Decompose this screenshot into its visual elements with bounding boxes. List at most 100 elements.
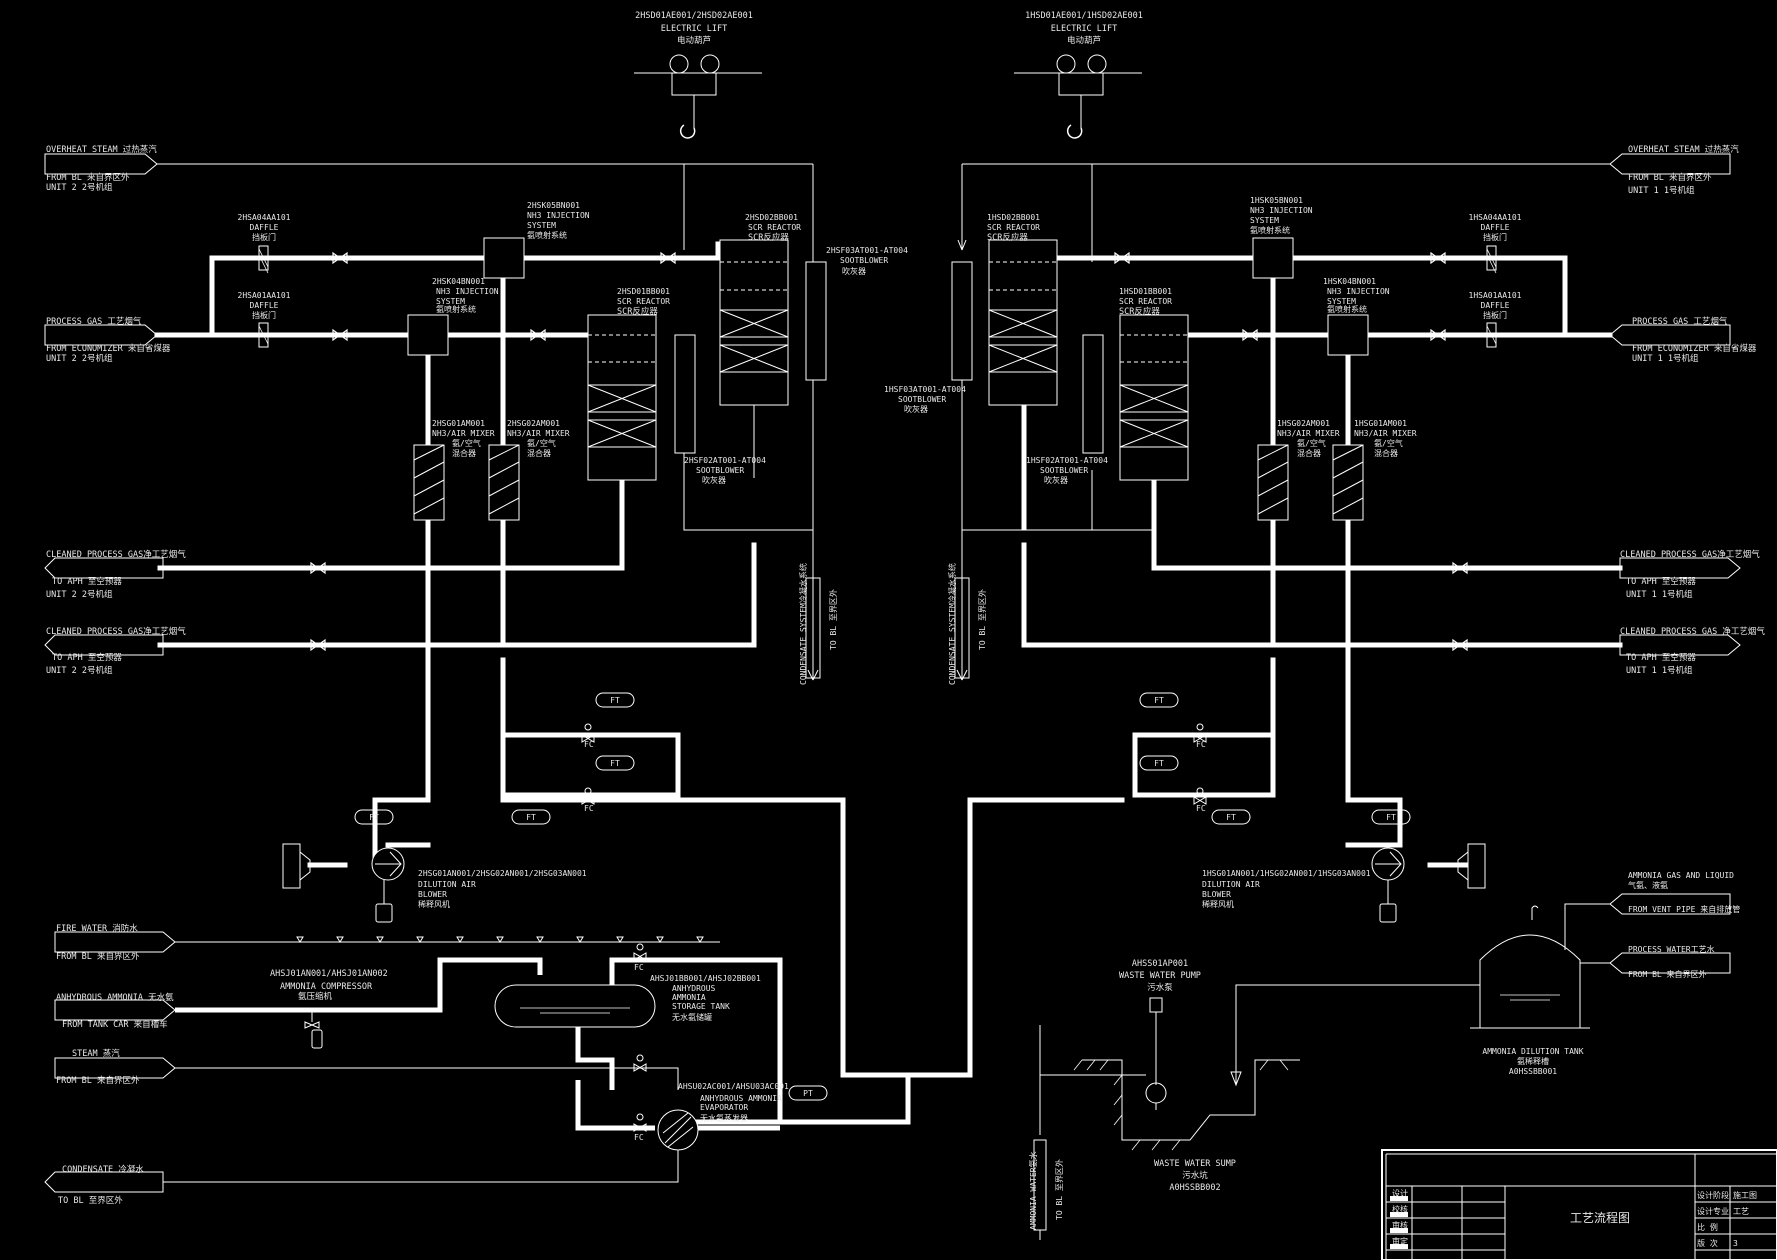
svg-text:FC: FC	[634, 963, 644, 972]
svg-text:2HSF03AT001-AT004: 2HSF03AT001-AT004	[826, 246, 908, 255]
flow-transmitter-left-2: FT	[595, 755, 635, 771]
svg-text:SOOTBLOWER: SOOTBLOWER	[1040, 466, 1088, 475]
svg-text:TO BL 至界区外: TO BL 至界区外	[1054, 1159, 1064, 1220]
svg-text:FROM ECONOMIZER 来自省煤器: FROM ECONOMIZER 来自省煤器	[1632, 343, 1757, 354]
svg-text:1HSF02AT001-AT004: 1HSF02AT001-AT004	[1026, 456, 1108, 465]
scr-reactor-right-1: 1HSD01BB001 SCR REACTOR SCR反应器	[1119, 287, 1189, 481]
svg-text:SCR反应器: SCR反应器	[1119, 306, 1160, 317]
svg-text:DAFFLE: DAFFLE	[250, 301, 279, 310]
svg-text:2HSK04BN001: 2HSK04BN001	[432, 277, 485, 286]
svg-text:OVERHEAT STEAM 过热蒸汽: OVERHEAT STEAM 过热蒸汽	[46, 144, 157, 155]
svg-text:AMMONIA GAS AND LIQUID: AMMONIA GAS AND LIQUID	[1628, 871, 1734, 880]
svg-text:2HSK05BN001: 2HSK05BN001	[527, 201, 580, 210]
svg-text:1HSD02BB001: 1HSD02BB001	[987, 213, 1040, 222]
svg-text:WASTE WATER SUMP: WASTE WATER SUMP	[1154, 1159, 1236, 1169]
nh3-air-mixer-left-1: 2HSG01AM001 NH3/AIR MIXER 氨/空气 混合器	[413, 419, 495, 521]
svg-text:无水氨蒸发器: 无水氨蒸发器	[700, 1113, 748, 1123]
svg-text:NH3 INJECTION: NH3 INJECTION	[1250, 206, 1313, 215]
svg-text:1HSK04BN001: 1HSK04BN001	[1323, 277, 1376, 286]
svg-text:SCR反应器: SCR反应器	[617, 306, 658, 317]
svg-text:比 例: 比 例	[1697, 1222, 1718, 1232]
gas-liquid-inlet: AMMONIA GAS AND LIQUID 气氨、液氨 FROM VENT P…	[1609, 871, 1740, 915]
svg-text:STEAM 蒸汽: STEAM 蒸汽	[72, 1048, 120, 1059]
svg-text:DAFFLE: DAFFLE	[1481, 223, 1510, 232]
fire-water-inlet: FIRE WATER 消防水 FROM BL 来自界区外	[54, 923, 176, 962]
svg-text:PROCESS GAS 工艺烟气: PROCESS GAS 工艺烟气	[1632, 316, 1728, 327]
svg-text:3: 3	[1733, 1239, 1738, 1248]
svg-text:版 次: 版 次	[1697, 1238, 1718, 1248]
svg-text:TO BL 至界区外: TO BL 至界区外	[58, 1195, 123, 1206]
control-valve-right-1: FC	[1193, 723, 1207, 749]
drawing-title: 工艺流程图	[1570, 1210, 1630, 1225]
svg-text:TO BL 至界区外: TO BL 至界区外	[977, 589, 987, 650]
ammonia-evaporator: AHSU02AC001/AHSU03AC001 ANHYDROUS AMMONI…	[657, 1082, 789, 1151]
svg-text:ANHYDROUS AMMONIA 无水氨: ANHYDROUS AMMONIA 无水氨	[56, 992, 174, 1003]
steam-inlet: STEAM 蒸汽 FROM BL 来自界区外	[54, 1048, 176, 1086]
flow-transmitter-left-4: FT	[511, 809, 551, 825]
svg-text:FC: FC	[584, 740, 594, 749]
overheat-steam-inlet-left: OVERHEAT STEAM 过热蒸汽 FROM BL 来自界区外 UNIT 2…	[44, 144, 158, 193]
svg-text:CLEANED PROCESS GAS净工艺烟气: CLEANED PROCESS GAS净工艺烟气	[1620, 549, 1760, 560]
svg-text:氨喷射系统: 氨喷射系统	[527, 230, 567, 240]
svg-text:2HSG01AN001/2HSG02AN001/2HSG03: 2HSG01AN001/2HSG02AN001/2HSG03AN001	[418, 869, 587, 878]
svg-text:SYSTEM: SYSTEM	[436, 297, 465, 306]
svg-text:电动葫芦: 电动葫芦	[1067, 35, 1101, 46]
svg-text:FT: FT	[1226, 813, 1236, 822]
nh3-injection-left-upper: 2HSK05BN001 NH3 INJECTION SYSTEM 氨喷射系统	[483, 201, 590, 279]
svg-text:UNIT 2 2号机组: UNIT 2 2号机组	[46, 589, 113, 600]
control-valve-left-1: FC	[581, 723, 595, 749]
svg-text:FROM BL 来自界区外: FROM BL 来自界区外	[56, 951, 140, 962]
electric-lift-right: 1HSD01AE001/1HSD02AE001 ELECTRIC LIFT 电动…	[1014, 11, 1143, 139]
svg-text:吹灰器: 吹灰器	[1044, 475, 1068, 485]
sootblower-right-3: 1HSF03AT001-AT004 SOOTBLOWER 吹灰器	[884, 261, 973, 414]
anhydrous-ammonia-inlet: ANHYDROUS AMMONIA 无水氨 FROM TANK CAR 来自槽车	[54, 992, 176, 1030]
svg-text:AMMONIA WATER氨水: AMMONIA WATER氨水	[1028, 1151, 1038, 1230]
svg-text:TO APH 至空预器: TO APH 至空预器	[52, 576, 122, 587]
electric-lift-left: 2HSD01AE001/2HSD02AE001 ELECTRIC LIFT 电动…	[634, 11, 762, 139]
svg-text:FT: FT	[1386, 813, 1396, 822]
waste-water-sump: WASTE WATER SUMP 污水坑 A0HSSBB002	[1073, 1059, 1300, 1193]
svg-text:A0HSSBB002: A0HSSBB002	[1169, 1183, 1220, 1193]
svg-text:2HSA04AA101: 2HSA04AA101	[238, 213, 291, 222]
title-block: 设计 校核 审核 审定 工艺流程图 设计阶段 施工图 设计专业 工艺 比 例 版…	[1381, 1149, 1777, 1260]
svg-text:氨喷射系统: 氨喷射系统	[436, 304, 476, 314]
svg-text:NH3 INJECTION: NH3 INJECTION	[527, 211, 590, 220]
nh3-injection-right-upper: 1HSK05BN001 NH3 INJECTION SYSTEM 氨喷射系统	[1250, 196, 1313, 279]
nh3-injection-left-lower: 2HSK04BN001 NH3 INJECTION SYSTEM 氨喷射系统	[407, 277, 499, 356]
svg-text:1HSG01AM001: 1HSG01AM001	[1354, 419, 1407, 428]
svg-text:UNIT 1 1号机组: UNIT 1 1号机组	[1626, 665, 1693, 676]
svg-text:设计阶段: 设计阶段	[1697, 1190, 1729, 1200]
svg-text:氨稀释槽: 氨稀释槽	[1517, 1056, 1549, 1066]
svg-text:AHSS01AP001: AHSS01AP001	[1132, 959, 1188, 969]
svg-text:FT: FT	[369, 813, 379, 822]
svg-text:混合器: 混合器	[452, 448, 476, 458]
svg-text:挡板门: 挡板门	[1483, 232, 1507, 242]
svg-text:氨压缩机: 氨压缩机	[298, 991, 333, 1002]
svg-text:氨/空气: 氨/空气	[452, 438, 481, 448]
svg-text:CLEANED PROCESS GAS 净工艺烟气: CLEANED PROCESS GAS 净工艺烟气	[1620, 626, 1765, 637]
svg-text:OVERHEAT STEAM 过热蒸汽: OVERHEAT STEAM 过热蒸汽	[1628, 144, 1739, 155]
svg-text:FT: FT	[610, 696, 620, 705]
svg-text:2HSD02BB001: 2HSD02BB001	[745, 213, 798, 222]
daffle-left-lower: 2HSA01AA101 DAFFLE 挡板门	[238, 291, 291, 348]
svg-text:WASTE WATER PUMP: WASTE WATER PUMP	[1119, 971, 1201, 981]
svg-text:2HSA01AA101: 2HSA01AA101	[238, 291, 291, 300]
flow-transmitter-right-4: FT	[1371, 809, 1411, 825]
svg-text:CONDENSATE SYSTEM冷凝水系统: CONDENSATE SYSTEM冷凝水系统	[798, 563, 808, 685]
svg-text:挡板门: 挡板门	[252, 310, 276, 320]
svg-text:CLEANED PROCESS GAS净工艺烟气: CLEANED PROCESS GAS净工艺烟气	[46, 549, 186, 560]
waste-water-pump: AHSS01AP001 WASTE WATER PUMP 污水泵	[1119, 959, 1201, 1104]
svg-text:氨喷射系统: 氨喷射系统	[1250, 225, 1290, 235]
nh3-air-mixer-left-2: 2HSG02AM001 NH3/AIR MIXER 氨/空气 混合器	[488, 419, 570, 521]
svg-text:SOOTBLOWER: SOOTBLOWER	[840, 256, 888, 265]
lift-tag: 2HSD01AE001/2HSD02AE001	[635, 11, 753, 21]
svg-text:挡板门: 挡板门	[252, 232, 276, 242]
svg-text:FC: FC	[634, 1133, 644, 1142]
svg-text:污水坑: 污水坑	[1182, 1170, 1208, 1181]
svg-text:TO APH 至空预器: TO APH 至空预器	[1626, 652, 1696, 663]
svg-text:FROM VENT PIPE 来自排放管: FROM VENT PIPE 来自排放管	[1628, 904, 1740, 914]
svg-text:DAFFLE: DAFFLE	[250, 223, 279, 232]
svg-text:NH3/AIR MIXER: NH3/AIR MIXER	[507, 429, 570, 438]
svg-text:FT: FT	[1154, 696, 1164, 705]
svg-text:混合器: 混合器	[1297, 448, 1321, 458]
